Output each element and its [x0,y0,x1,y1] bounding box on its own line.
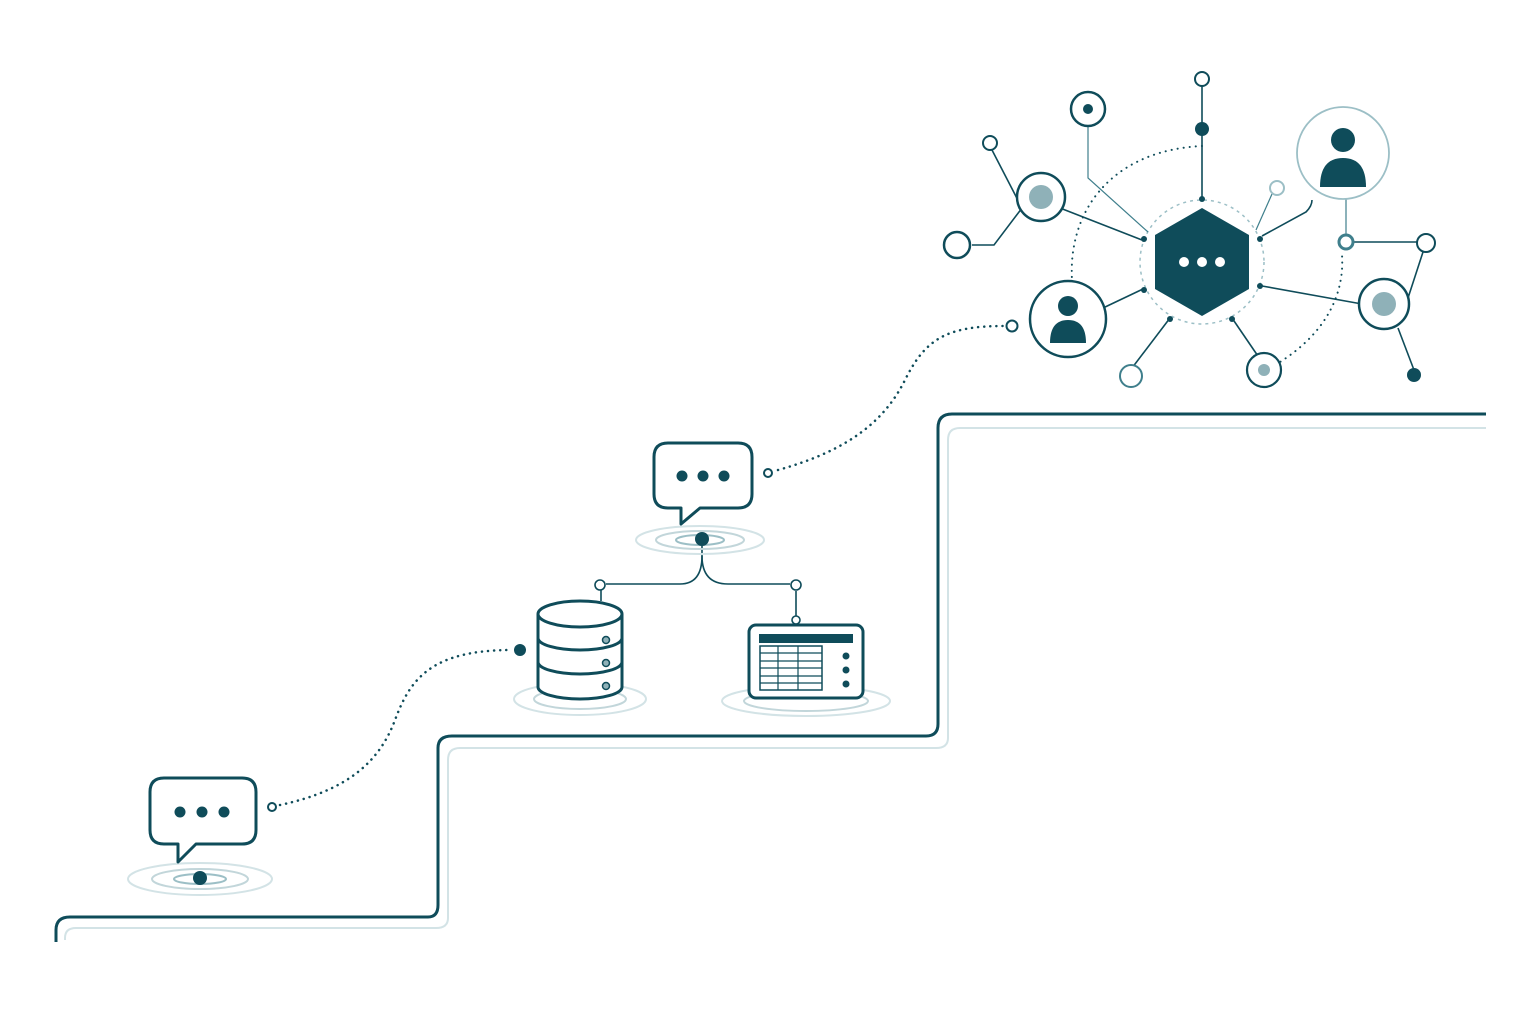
branch-connector [600,540,797,618]
network-node-icon [1357,277,1411,331]
connector-start-node [514,644,526,656]
network-node-icon [982,135,998,151]
branch-node [790,579,802,591]
staircase [54,412,1486,942]
hexagon-hub-icon [1141,196,1263,322]
network-node-icon [1194,71,1210,87]
network-node-icon [1119,364,1143,388]
chat-bubble-icon [652,441,754,526]
user-icon [1296,106,1390,200]
network-node-icon [1407,368,1421,382]
user-icon [1028,279,1108,359]
branch-node [791,615,801,625]
network-links [972,86,1424,371]
staircase-shadow-line [64,427,1486,940]
staircase-line [54,412,1486,942]
network-links-light [1087,112,1347,236]
connector-end-node [1005,319,1019,333]
network-node-icon [1015,171,1067,223]
dotted-path-1 [278,648,514,807]
database-icon [536,599,624,701]
stage-3-network [942,71,1436,389]
table-window-icon [747,623,865,700]
connector-end-node [267,802,277,812]
target-node-icon [1069,90,1107,128]
anchor-dot [193,871,207,885]
branch-node [594,579,606,591]
network-node-icon [1416,233,1436,253]
network-node-icon [1245,351,1283,389]
network-node-icon [1269,180,1285,196]
connector-end-node [763,468,773,478]
dotted-path-2 [776,324,1006,472]
network-node-icon [1195,122,1209,136]
stage-2 [513,319,1019,717]
chat-bubble-icon [148,776,258,864]
network-node-icon [942,230,972,260]
stage-1-chat [127,648,514,896]
database-group [513,599,647,716]
anchor-dot [695,532,709,546]
table-window-group [721,623,891,717]
network-node-icon [1337,233,1355,251]
